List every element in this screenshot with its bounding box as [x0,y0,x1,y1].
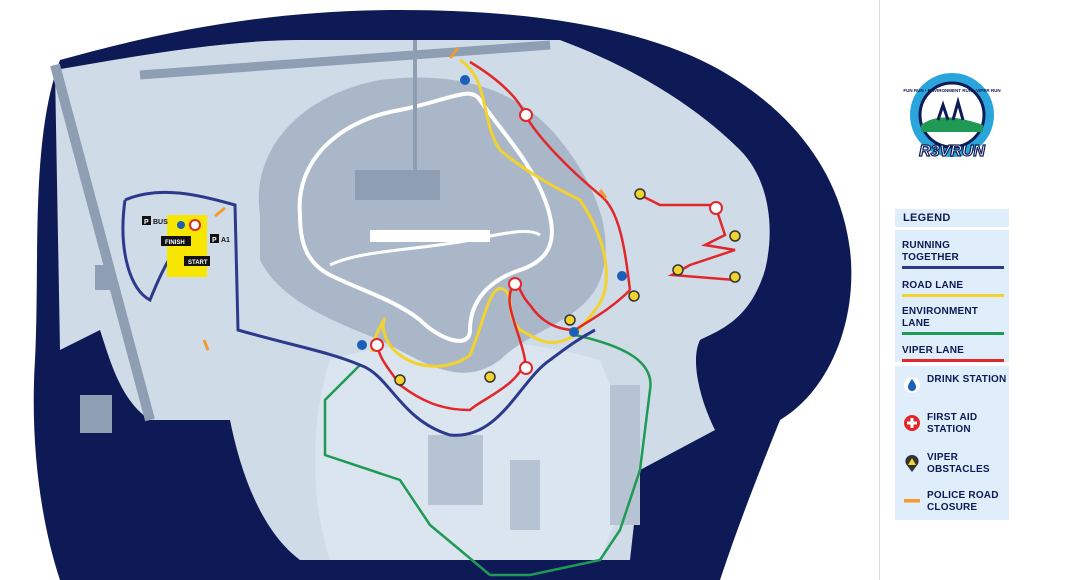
r3vrun-logo: FUN RUN • ENVIRONMENT RUN • VIPER RUN R3… [903,73,1001,161]
building-w [95,265,110,290]
main-road-west [50,63,155,422]
building-s [428,435,483,505]
lane-label: VIPER LANE [902,345,965,356]
drink-icon [904,377,920,393]
lane-swatch [902,266,1004,269]
finish-label: FINISH [165,240,185,246]
legend-item-police-closure: POLICE ROAD CLOSURE [901,490,1007,514]
drink-markers [357,75,627,350]
legend-lanes: RUNNING TOGETHER ROAD LANE ENVIRONMENT L… [895,230,1009,362]
paddock-building [370,230,490,242]
lane-swatch [902,359,1004,362]
legend-lane-running-together: RUNNING TOGETHER [902,240,1004,269]
parking-a1-letter: P [212,237,217,244]
icon-label: DRINK STATION [927,374,1007,385]
parking-a1-badge [210,234,219,243]
logo-ring-text: FUN RUN • ENVIRONMENT RUN • VIPER RUN [903,88,1000,93]
building-sc [510,460,540,530]
police-closure-icon [904,499,920,503]
lane-swatch [902,294,1004,297]
parking-bus-letter: P [144,219,149,226]
building-sw [80,395,112,433]
legend-lane-road: ROAD LANE [902,280,1004,297]
lane-label: ROAD LANE [902,280,964,291]
pit-building [355,170,440,200]
road-lane-route [370,58,608,368]
environment-lane-route [323,333,652,577]
lane-label: ENVIRONMENT LANE [902,306,979,329]
legend-lane-environment: ENVIRONMENT LANE [902,306,1004,335]
finish-flag [161,236,191,246]
logo-brand: R3VRUN [919,143,985,160]
first-aid-markers [370,108,723,375]
police-closures [202,47,608,351]
viper-obstacle-icon [905,455,919,472]
race-route-map: FINISH START P BUS P A1 [33,10,852,580]
legend-icons: DRINK STATION FIRST AID STATION VIPER OB… [895,366,1009,520]
first-aid-icon [904,415,920,431]
logo-hills [921,117,983,132]
legend-lane-viper: VIPER LANE [902,345,1004,362]
circuit-inner [329,229,541,267]
legend-item-viper-obstacle: VIPER OBSTACLES [901,452,1007,476]
parking-bus-badge [142,216,151,225]
start-finish-icons [177,219,201,231]
legend-title: LEGEND [903,212,951,224]
icon-label: FIRST AID STATION [927,412,978,435]
start-label: START [188,260,208,266]
panel-divider [879,0,880,580]
icon-label: POLICE ROAD CLOSURE [927,490,999,513]
legend-item-first-aid: FIRST AID STATION [901,412,1007,436]
start-flag [184,256,210,266]
main-road-north [139,40,551,80]
parking-a1-label: A1 [221,237,230,244]
building-se [610,385,640,525]
legend-header: LEGEND [895,209,1009,227]
lane-label: RUNNING TOGETHER [902,240,959,263]
viper-obstacle-markers [394,188,741,386]
lane-swatch [902,332,1004,335]
parking-bus-label: BUS [153,219,168,226]
runners-icon [936,96,965,121]
icon-label: VIPER OBSTACLES [927,452,990,475]
circuit-track [297,91,554,343]
legend-item-drink: DRINK STATION [901,374,1007,396]
